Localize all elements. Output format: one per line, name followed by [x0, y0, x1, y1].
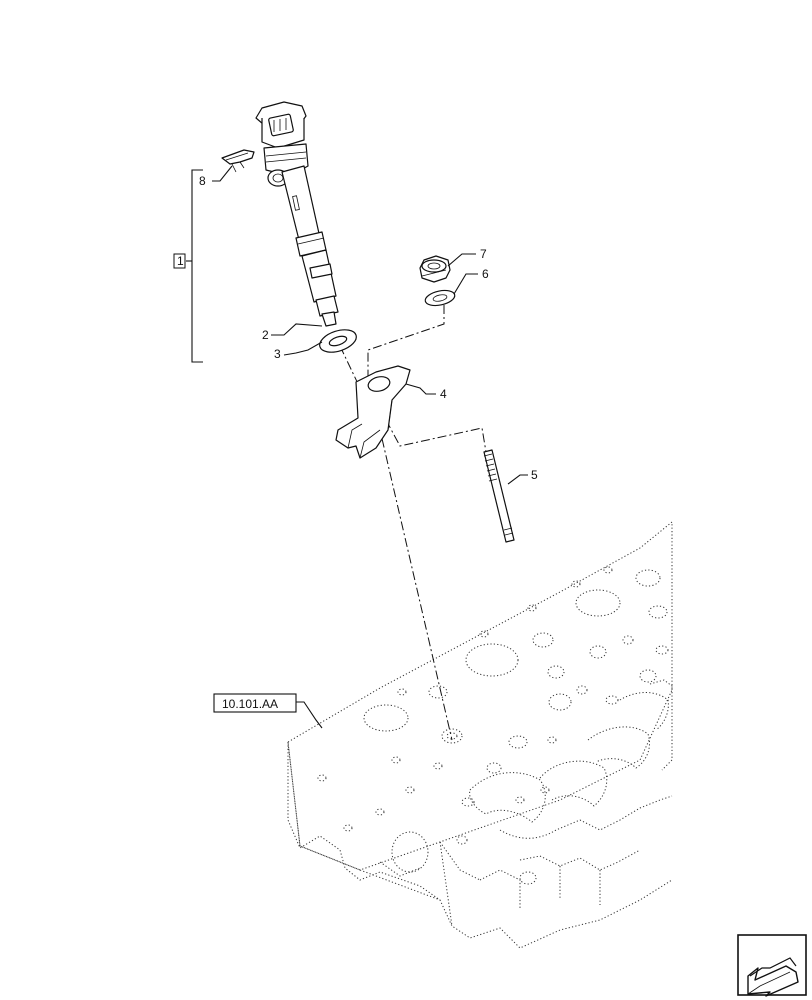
stud-bolt [483, 449, 515, 543]
callout-6: 6 [482, 267, 489, 281]
callout-4: 4 [440, 387, 447, 401]
callout-7: 7 [480, 247, 487, 261]
callout-box-1 [173, 253, 186, 269]
callout-5: 5 [531, 468, 538, 482]
callout-8: 8 [199, 174, 206, 188]
cylinder-head [287, 520, 673, 949]
nut-washer [424, 289, 456, 307]
reference-label: 10.101.AA [222, 697, 278, 711]
flange-nut [419, 255, 451, 283]
callout-1: 1 [177, 254, 184, 268]
sealing-washer [319, 329, 357, 353]
leader-lines [212, 165, 528, 729]
retaining-clip [221, 149, 255, 173]
callout-2: 2 [262, 328, 269, 342]
assembly-bracket [173, 169, 203, 363]
reference-box[interactable]: 10.101.AA [213, 693, 297, 713]
injector [255, 101, 339, 327]
arrow-navigation-icon[interactable] [737, 934, 807, 997]
callout-3: 3 [274, 347, 281, 361]
clamp-bracket [335, 365, 411, 459]
